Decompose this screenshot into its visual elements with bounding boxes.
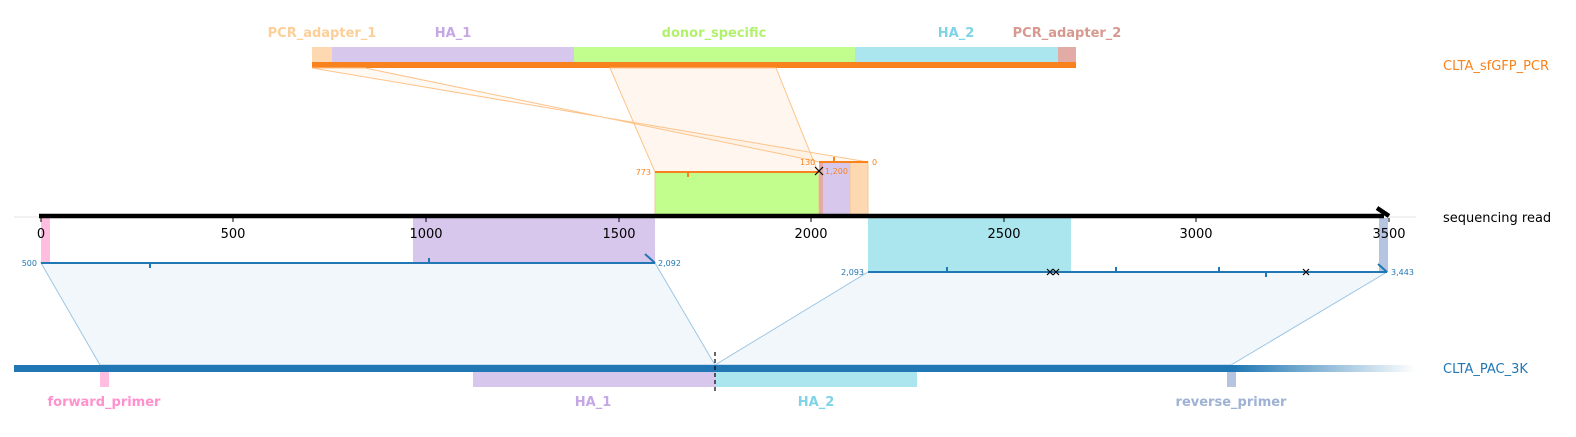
pcr-reference: PCR_adapter_1 HA_1 donor_specific HA_2 P…	[268, 26, 1549, 74]
mismatch-x-icon	[1046, 268, 1054, 276]
pac-alignment-2-start-label: 2,093	[841, 268, 864, 277]
pac-reference-bar-fade	[1234, 365, 1416, 372]
pcr-alignment-1-start-label: 773	[636, 168, 651, 177]
pac-label-ha-1: HA_1	[575, 395, 612, 410]
pac-feature-ha-1	[473, 372, 715, 387]
read-tick-label: 1500	[602, 227, 635, 242]
pac-connector-left	[40, 262, 716, 366]
mismatch-x-icon	[1302, 268, 1310, 276]
pac-connectors	[40, 262, 1389, 366]
pac-alignment-1-start-label: 500	[22, 259, 37, 268]
read-shading-below	[41, 218, 1388, 272]
read-tick-label: 3500	[1372, 227, 1405, 242]
read-shade-ha-2	[868, 218, 1071, 272]
read-shade-ha-1	[823, 162, 850, 216]
pcr-feature-ha-1	[332, 47, 574, 63]
pcr-label-ha-2: HA_2	[938, 26, 975, 41]
pcr-feature-adapter-2	[1058, 47, 1076, 63]
pcr-reference-bar	[312, 62, 1076, 68]
read-tick-label: 1000	[409, 227, 442, 242]
read-tick-label: 2500	[987, 227, 1020, 242]
read-tick-label: 0	[37, 227, 45, 242]
pac-alignment-2-end-arrow-icon	[1377, 263, 1388, 273]
pcr-connector-donor	[609, 67, 819, 173]
pac-feature-forward-primer	[100, 372, 109, 387]
pcr-alignments: 773 130 1,200 0	[636, 157, 877, 177]
read-tick-label: 2000	[794, 227, 827, 242]
pac-alignment-1-end-arrow-icon	[644, 253, 656, 264]
pcr-connectors	[311, 67, 869, 173]
read-shade-adapter-2	[819, 162, 823, 216]
pac-reference-bar	[14, 365, 1234, 372]
read-tick-label: 500	[221, 227, 246, 242]
pcr-feature-donor-specific	[574, 47, 855, 63]
pac-label-ha-2: HA_2	[798, 395, 835, 410]
read-shade-donor	[654, 171, 820, 217]
read-shade-ha-1-lower	[413, 218, 655, 263]
pcr-feature-adapter-1	[312, 47, 332, 63]
read-name: sequencing read	[1443, 211, 1551, 226]
pac-connector-right	[713, 271, 1389, 366]
pac-label-forward-primer: forward_primer	[48, 395, 162, 410]
pcr-alignment-2-end-label: 0	[872, 158, 877, 167]
read-shade-reverse-primer	[1379, 218, 1388, 272]
mismatch-x-icon	[1052, 268, 1060, 276]
pac-feature-reverse-primer	[1227, 372, 1236, 387]
read-shade-forward-primer	[41, 218, 50, 263]
pac-label-reverse-primer: reverse_primer	[1176, 395, 1288, 410]
read-axis: 0 500 1000 1500 2000 2500 3000 3500 sequ…	[14, 206, 1551, 242]
mismatch-x-icon	[814, 166, 824, 176]
pac-reference-name: CLTA_PAC_3K	[1443, 362, 1528, 377]
pac-alignment-1-end-label: 2,092	[658, 259, 681, 268]
pcr-label-ha-1: HA_1	[435, 26, 472, 41]
read-shade-adapter-1	[849, 161, 869, 217]
pcr-label-adapter-2: PCR_adapter_2	[1013, 26, 1122, 41]
pac-reference: forward_primer HA_1 HA_2 reverse_primer …	[14, 352, 1528, 410]
read-arrow-icon	[1375, 206, 1391, 218]
pcr-label-donor-specific: donor_specific	[662, 26, 767, 41]
pac-alignment-2-end-label: 3,443	[1391, 268, 1414, 277]
read-tick-label: 3000	[1179, 227, 1212, 242]
pcr-alignment-2-start-label: 1,200	[825, 167, 848, 176]
pcr-alignment-1-end-label: 130	[800, 158, 815, 167]
pac-feature-ha-2	[715, 372, 917, 387]
pcr-reference-name: CLTA_sfGFP_PCR	[1443, 59, 1549, 74]
pac-alignments: 500 2,092 2,093 3,443	[22, 253, 1414, 277]
pcr-feature-ha-2	[855, 47, 1058, 63]
pcr-label-adapter-1: PCR_adapter_1	[268, 26, 377, 41]
